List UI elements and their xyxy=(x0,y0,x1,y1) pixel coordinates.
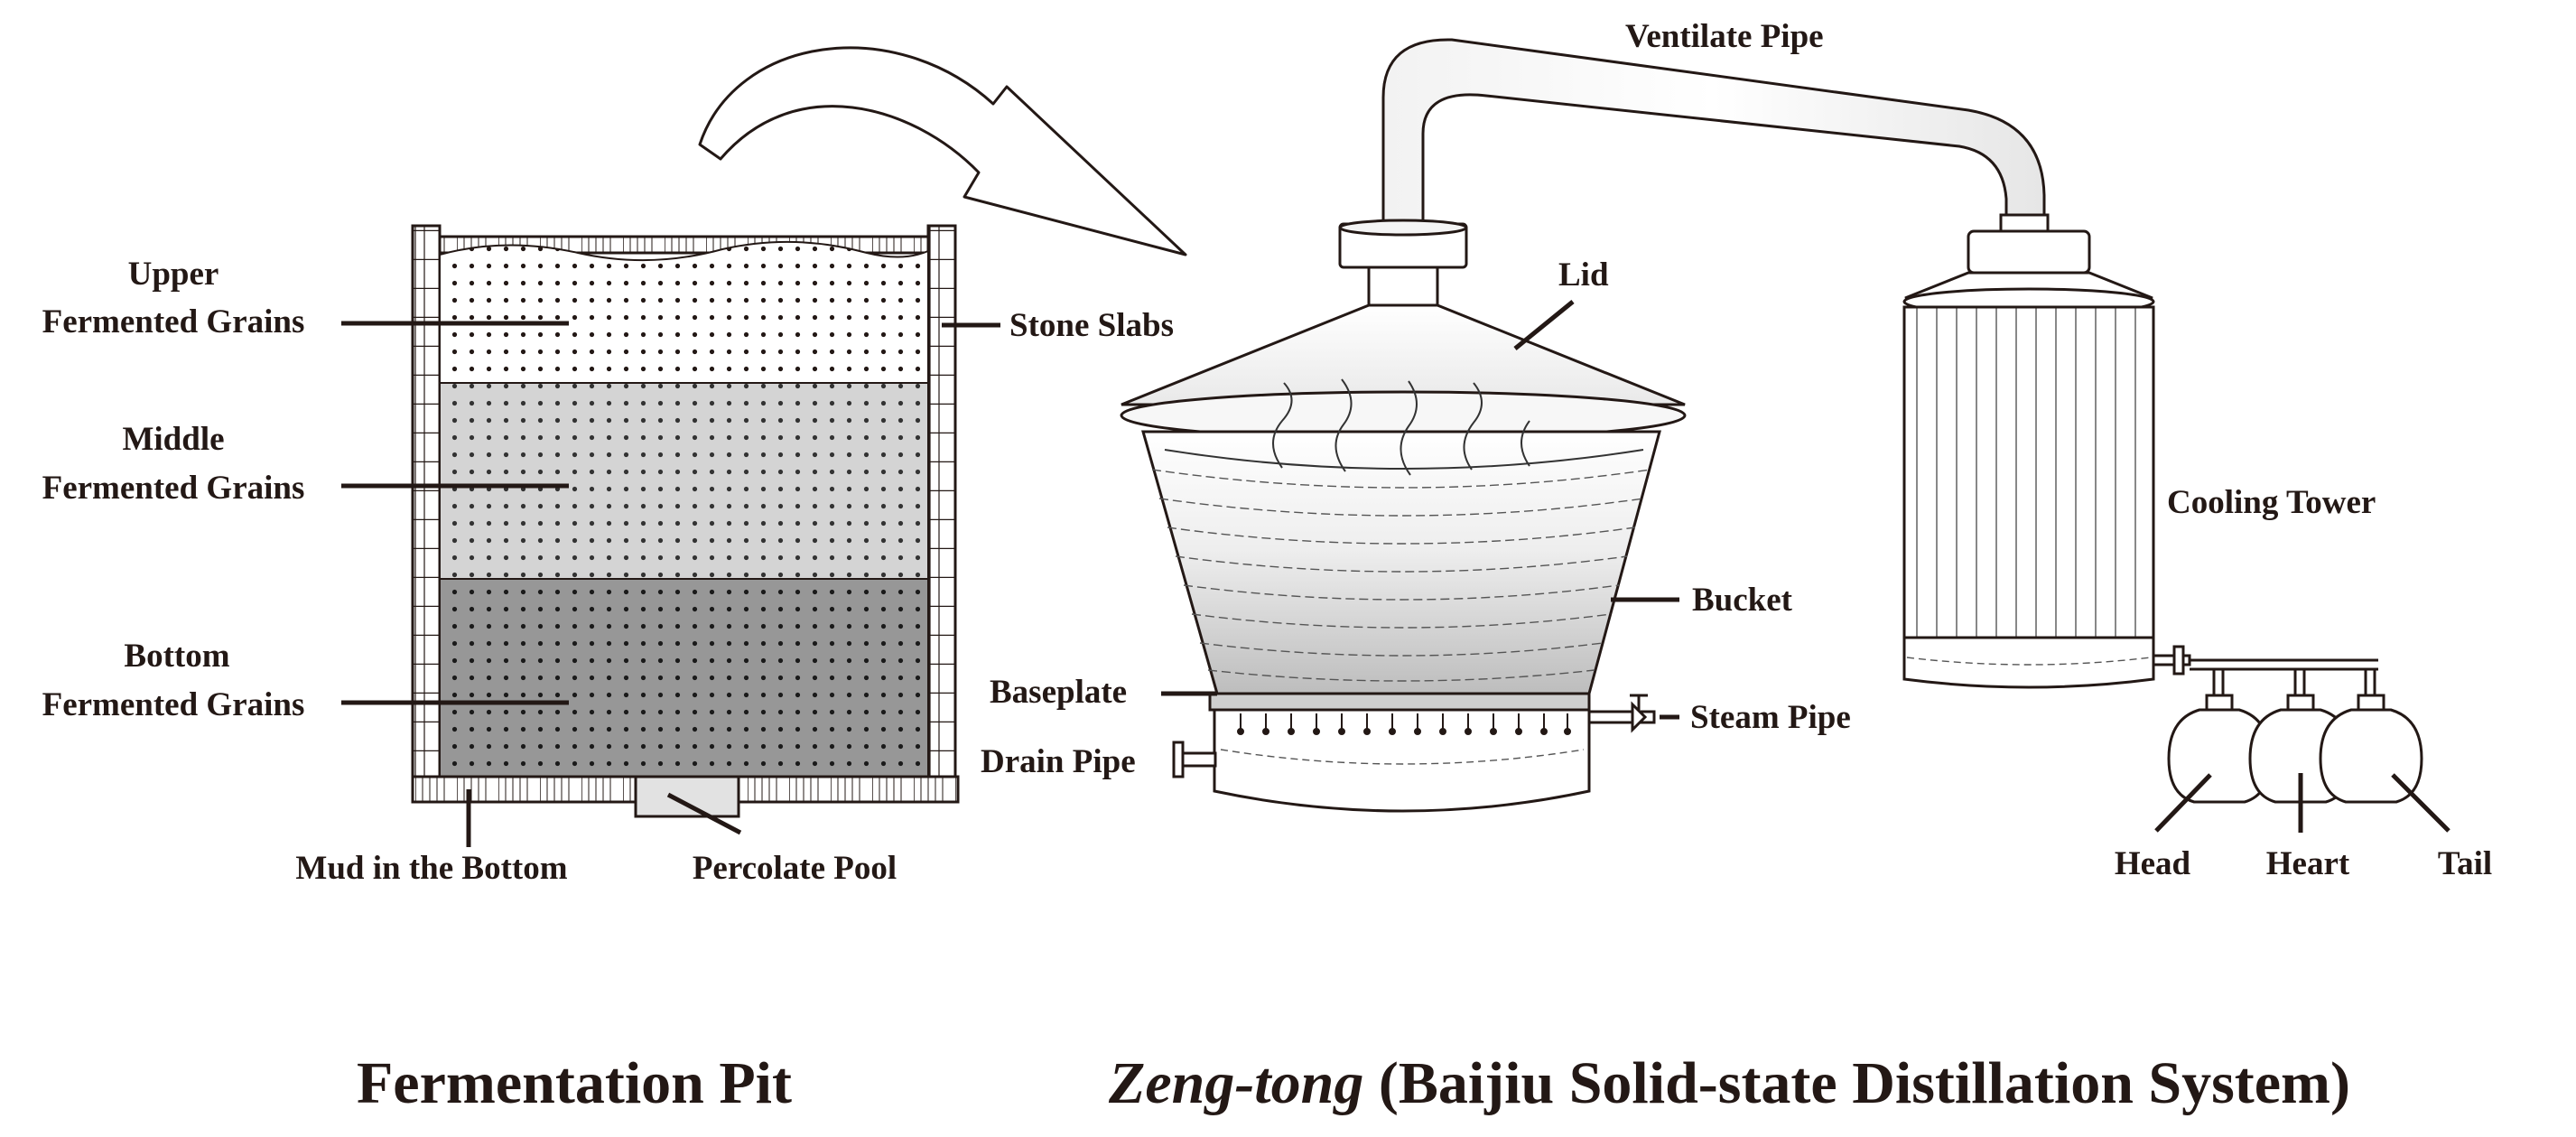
cooling-tower-label: Cooling Tower xyxy=(2167,484,2376,521)
percolate-leader xyxy=(666,792,742,835)
stone-slabs-label: Stone Slabs xyxy=(1009,307,1174,344)
ventilate-pipe xyxy=(1381,38,2046,226)
tail-leader xyxy=(2391,773,2450,833)
stone-slab-right-wall xyxy=(926,224,957,778)
mud-label: Mud in the Bottom xyxy=(295,850,567,887)
transfer-arrow-icon xyxy=(698,46,1187,256)
tower-cap xyxy=(1999,213,2050,233)
bottom-grains-layer xyxy=(439,578,929,778)
drain-pipe-flange xyxy=(1172,741,1185,778)
lid-neck xyxy=(1367,266,1439,309)
percolate-label: Percolate Pool xyxy=(693,850,897,887)
lid-collar-top xyxy=(1338,219,1468,237)
stone-slab-left-wall xyxy=(411,224,442,778)
lid-label: Lid xyxy=(1558,256,1609,294)
baseplate-label: Baseplate xyxy=(990,674,1127,711)
tower-outlet-valve xyxy=(2172,645,2185,676)
upper-grains-label-1: Upper xyxy=(128,256,219,293)
fermentation-pit: Upper Fermented Grains Middle Fermented … xyxy=(42,224,1174,887)
ventilate-pipe-label: Ventilate Pipe xyxy=(1625,18,1824,55)
drain-pipe xyxy=(1177,751,1217,768)
upper-grains-layer xyxy=(439,240,929,384)
tower-base-inner-line xyxy=(1906,657,2152,666)
tail-label: Tail xyxy=(2438,845,2492,882)
drain-pipe-label: Drain Pipe xyxy=(981,743,1136,780)
zeng-tong-still: Ventilate Pipe Lid Bucket Baseplate Drai… xyxy=(981,18,2046,813)
baseplate xyxy=(1208,692,1591,712)
middle-grains-label-2: Fermented Grains xyxy=(42,470,305,507)
upper-grains-label-2: Fermented Grains xyxy=(42,303,305,340)
zeng-tong-caption: Zeng-tong (Baijiu Solid-state Distillati… xyxy=(1108,1050,2350,1116)
steam-pipe-label: Steam Pipe xyxy=(1690,699,1851,736)
tower-body xyxy=(1902,305,2155,639)
bottom-grains-label-1: Bottom xyxy=(124,638,229,675)
head-leader xyxy=(2154,773,2212,833)
zeng-tong-caption-rest: (Baijiu Solid-state Distillation System) xyxy=(1363,1050,2350,1116)
baseplate-holes xyxy=(1237,713,1571,735)
cooling-tower: Cooling Tower Head Heart Tail xyxy=(1902,213,2492,882)
lid-leader xyxy=(1513,300,1575,350)
tower-collar xyxy=(1967,229,2091,275)
base-pot xyxy=(1213,708,1591,813)
bottom-grains-label-2: Fermented Grains xyxy=(42,686,305,723)
tower-base xyxy=(1902,636,2155,689)
steam-valve-icon xyxy=(1631,701,1648,733)
heart-label: Heart xyxy=(2266,845,2350,882)
bucket-contours xyxy=(1151,469,1651,682)
steam-wisps xyxy=(1164,378,1644,476)
middle-grains-layer xyxy=(439,382,929,580)
jar-head xyxy=(2167,694,2272,804)
head-label: Head xyxy=(2115,845,2191,882)
percolate-pool xyxy=(634,775,740,818)
lid-cone xyxy=(1121,303,1686,406)
base-pot-inner-line xyxy=(1220,749,1585,765)
fermentation-pit-caption: Fermentation Pit xyxy=(357,1050,792,1116)
middle-grains-label-1: Middle xyxy=(122,421,224,458)
bucket-label: Bucket xyxy=(1692,582,1793,619)
bucket-body xyxy=(1141,430,1661,695)
zeng-tong-caption-italic: Zeng-tong xyxy=(1108,1050,1363,1116)
